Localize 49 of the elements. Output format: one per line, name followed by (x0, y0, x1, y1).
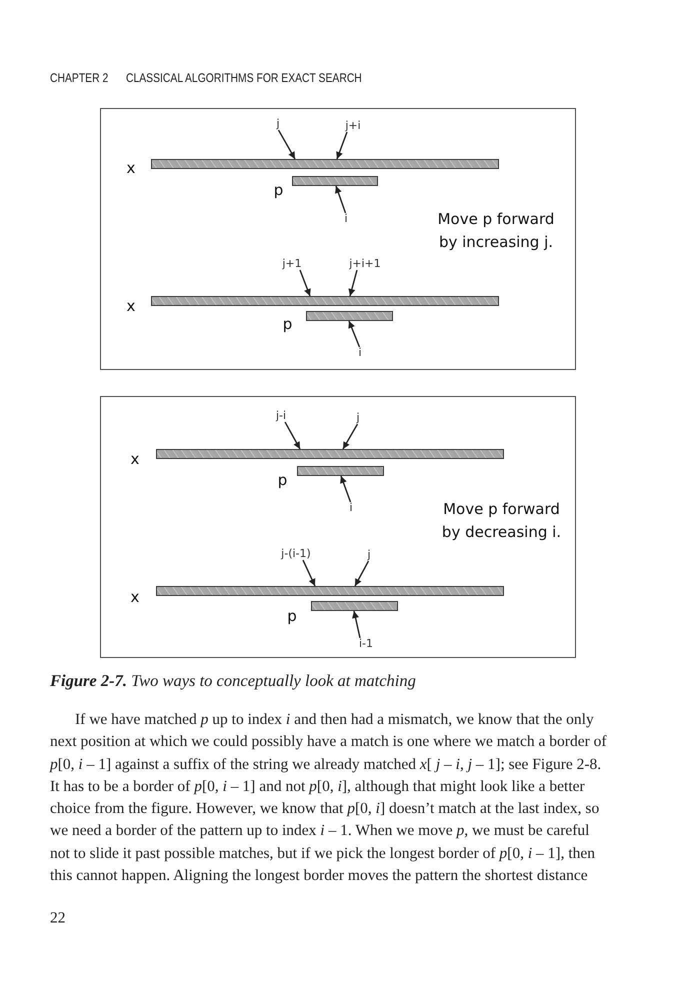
figure-panel (100, 396, 576, 658)
leader-arrow (335, 186, 346, 214)
hatched-bar (306, 311, 393, 321)
index-label: i-1 (358, 638, 374, 650)
bar-label: p (274, 182, 284, 198)
page-number: 22 (50, 909, 66, 927)
handwritten-note: Move p forward by increasing j. (436, 208, 556, 252)
index-label: j (356, 412, 360, 424)
handwritten-note: Move p forward by decreasing i. (440, 498, 562, 542)
index-label: i (344, 212, 348, 226)
index-label: j (276, 118, 280, 130)
leader-arrow (284, 422, 301, 450)
bar-label: x (130, 588, 140, 606)
hatched-bar (151, 159, 499, 169)
leader-arrow (302, 560, 316, 586)
leader-arrow (340, 476, 352, 502)
hatched-bar (156, 449, 504, 459)
running-head-title: CLASSICAL ALGORITHMS FOR EXACT SEARCH (126, 72, 362, 86)
body-paragraph: If we have matched p up to index i and then had a mismatch, we know that the only next position at which we could possibly have a match is one where we match a border of p[0, i – 1] against a suffix of the string we already matched x[ j – i, j – 1]; see Figure 2-8. It has to be a border of p[0, i – 1] and not p[0, i], although that might look like a better choice from the figure. However, we know that p[0, i] doesn’t match at the last index, so we need a border of the pattern up to index i – 1. When we move p, we must be careful not to slide it past possible matches, but if we pick the longest border of p[0, i – 1], then this cannot happen. Aligning the longest border moves the pattern the shortest distance (50, 710, 607, 886)
leader-arrow (299, 270, 311, 296)
bar-label: p (287, 607, 297, 624)
leader-arrow (352, 610, 361, 638)
index-label: j-i (276, 410, 286, 422)
leader-arrow (336, 132, 348, 160)
bar-label: p (282, 316, 292, 332)
bar-label: x (126, 298, 136, 314)
leader-arrow (348, 270, 358, 296)
index-label: i (349, 502, 353, 514)
figure-panel (100, 108, 576, 370)
hatched-bar (297, 466, 384, 476)
leader-arrow (278, 130, 296, 160)
hatched-bar (292, 176, 378, 186)
index-label: j+i (345, 120, 361, 132)
chapter-label: CHAPTER 2 (50, 72, 108, 86)
leader-arrow (348, 320, 360, 348)
index-label: j (367, 548, 371, 562)
leader-arrow (342, 424, 358, 450)
index-label: j+i+1 (349, 258, 381, 270)
figure-caption: Figure 2-7. Two ways to conceptually look at matching (50, 671, 416, 691)
hatched-bar (156, 586, 504, 596)
index-label: i (358, 346, 362, 360)
leader-arrow (354, 560, 370, 586)
index-label: j-(i-1) (281, 548, 311, 560)
index-label: j+1 (282, 258, 302, 270)
bar-label: x (126, 160, 136, 176)
hatched-bar (151, 296, 499, 306)
hatched-bar (311, 601, 398, 611)
bar-label: x (130, 450, 140, 468)
bar-label: p (278, 472, 288, 488)
